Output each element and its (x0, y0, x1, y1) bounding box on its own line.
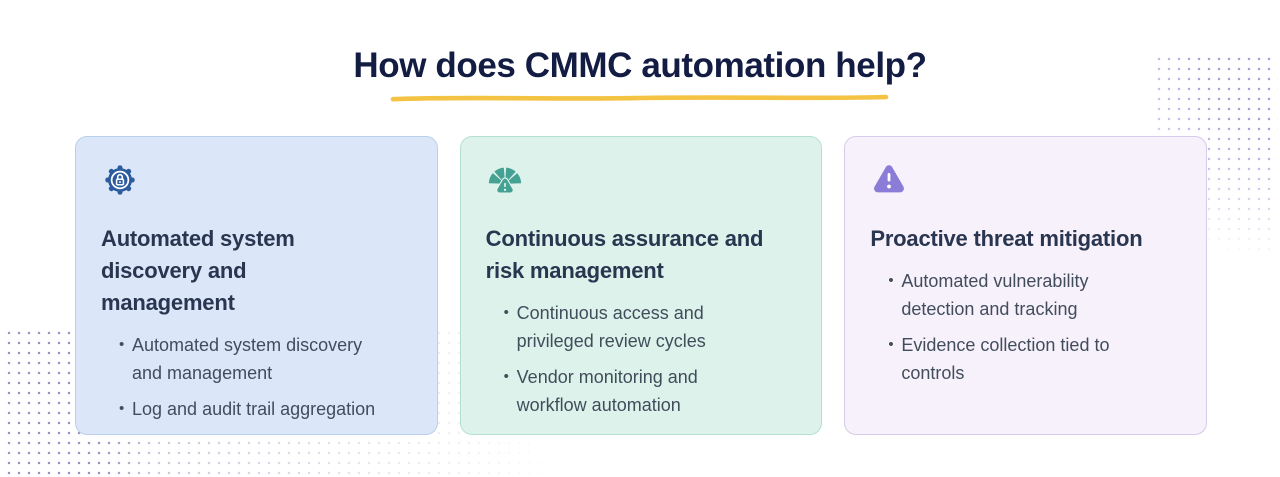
risk-gauge-icon (486, 161, 524, 199)
bullet-point: • (119, 336, 125, 353)
page-title: How does CMMC automation help? (353, 46, 927, 85)
bullet-point: • (888, 336, 894, 353)
bullet-item: • Continuous access and privileged revie… (504, 299, 796, 355)
bullet-item: • Vendor monitoring and workflow automat… (504, 363, 796, 419)
card-heading: Automated system discovery and managemen… (101, 226, 295, 315)
card-proactive-threat: Proactive threat mitigation • Automated … (844, 136, 1208, 435)
bullet-point: • (119, 400, 125, 417)
card-heading: Proactive threat mitigation (870, 226, 1143, 251)
bullet-list: • Continuous access and privileged revie… (486, 299, 796, 419)
bullet-point: • (503, 304, 509, 321)
bullet-item: • Automated system discovery and managem… (119, 331, 411, 387)
bullet-item: • Log and audit trail aggregation (119, 395, 411, 423)
bullet-point: • (503, 368, 509, 385)
card-continuous-assurance: Continuous assurance and risk management… (459, 136, 823, 435)
bullet-point: • (888, 272, 894, 289)
warning-triangle-icon (870, 161, 908, 199)
bullet-list: • Automated vulnerability detection and … (870, 267, 1180, 387)
gear-lock-icon (101, 161, 139, 199)
bullet-item: • Evidence collection tied to controls (888, 331, 1180, 387)
card-heading: Continuous assurance and risk management (485, 226, 764, 283)
bullet-item: • Automated vulnerability detection and … (888, 267, 1180, 323)
bullet-list: • Automated system discovery and managem… (101, 331, 411, 423)
infographic: How does CMMC automation help? (0, 46, 1280, 477)
card-automated-discovery: Automated system discovery and managemen… (75, 136, 438, 435)
feature-cards: Automated system discovery and managemen… (75, 136, 1208, 435)
title-underline (390, 90, 890, 102)
